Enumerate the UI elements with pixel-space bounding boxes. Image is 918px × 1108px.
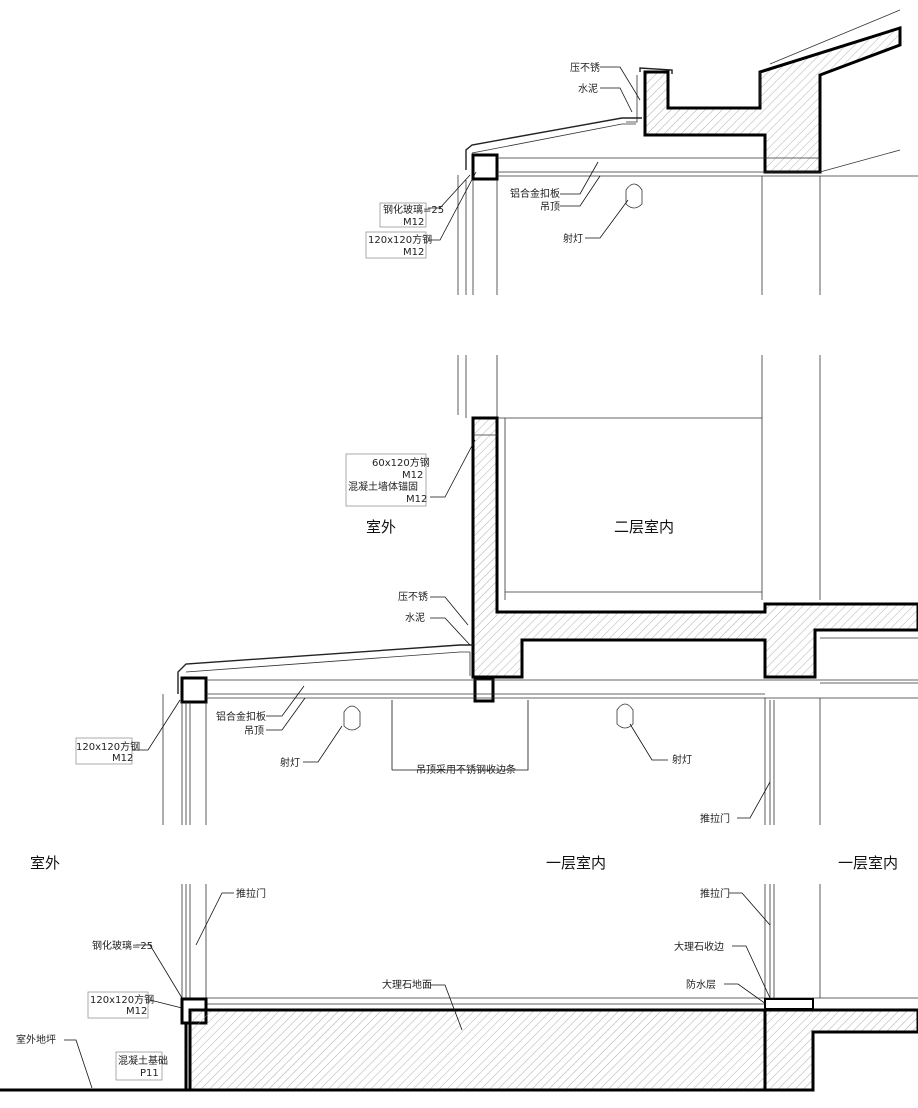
label-lamp-mid-right: 射灯	[672, 754, 692, 766]
label-base-1: 混凝土基础	[118, 1054, 168, 1067]
label-steel-mid-tag-1: 60x120方钢	[372, 456, 430, 469]
label-steel-mid-tag-4: M12	[406, 494, 427, 505]
lamp-mid-left	[343, 705, 361, 731]
label-floor-finish: 大理石地面	[382, 978, 432, 991]
label-ceiling-note: 吊顶采用不锈钢收边条	[416, 763, 516, 776]
label-board-mid-2: 吊顶	[244, 725, 264, 737]
room-second-floor: 二层室内	[614, 518, 674, 536]
wall-slab-hatch	[471, 416, 918, 679]
label-flashing-mid-2: 水泥	[405, 611, 425, 624]
label-ground: 室外地坪	[16, 1033, 56, 1046]
detail-top: 压不锈 水泥 铝合金扣板 吊顶 射灯 钢化玻璃=25 M12 120x120方钢…	[365, 9, 918, 295]
lamp-mid-right	[616, 703, 634, 729]
label-steel-top-2: M12	[403, 247, 424, 258]
label-lamp-top: 射灯	[563, 233, 583, 245]
label-steel-top-1: 120x120方钢	[368, 233, 432, 246]
label-waterproof: 防水层	[686, 978, 716, 991]
label-steel-mid-tag-3: 混凝土墙体锚固	[348, 480, 418, 493]
room-first-floor-right: 一层室内	[838, 854, 898, 872]
detail-bottom: 室外 一层室内 一层室内 推拉门 钢	[0, 854, 918, 1092]
label-door-mid: 推拉门	[700, 812, 730, 825]
steel-tube-top	[471, 153, 499, 181]
label-base-2: P11	[140, 1068, 159, 1079]
label-sliding-door: 推拉门	[236, 887, 266, 900]
room-first-floor: 一层室内	[546, 854, 606, 872]
room-outdoor-lower: 室外	[30, 854, 60, 872]
steel-tube-mid-left	[180, 676, 208, 704]
detail-middle: 室外 二层室内 60x120方钢 M12 混凝土墙体锚固 M12 压不锈 水泥 …	[75, 355, 918, 825]
label-steel-bottom-2: M12	[126, 1006, 147, 1017]
lamp-top	[625, 183, 643, 209]
label-flashing-top-1: 压不锈	[570, 61, 600, 74]
label-stone-edge: 大理石收边	[674, 940, 724, 953]
sill-right	[764, 998, 814, 1010]
label-board-top-1: 铝合金扣板	[510, 187, 560, 200]
floor-slab-hatch	[188, 1008, 918, 1092]
label-board-mid-1: 铝合金扣板	[216, 710, 266, 723]
steel-tube-mid-center	[473, 677, 495, 703]
label-steel-mid-tag-2: M12	[402, 470, 423, 481]
label-steel-mid-2: M12	[112, 753, 133, 764]
label-steel-mid-1: 120x120方钢	[76, 740, 140, 753]
label-steel-bottom-1: 120x120方钢	[90, 993, 154, 1006]
label-flashing-top-2: 水泥	[578, 82, 598, 95]
room-outdoor-upper: 室外	[366, 518, 396, 536]
label-glass-top-1: 钢化玻璃=25	[383, 203, 444, 216]
label-glass-bottom: 钢化玻璃=25	[92, 939, 153, 952]
label-door-right: 推拉门	[700, 887, 730, 900]
label-board-top-2: 吊顶	[540, 201, 560, 213]
label-glass-top-2: M12	[403, 217, 424, 228]
label-lamp-mid-left: 射灯	[280, 757, 300, 769]
label-flashing-mid-1: 压不锈	[398, 590, 428, 603]
roof-concrete-hatch	[643, 25, 902, 174]
